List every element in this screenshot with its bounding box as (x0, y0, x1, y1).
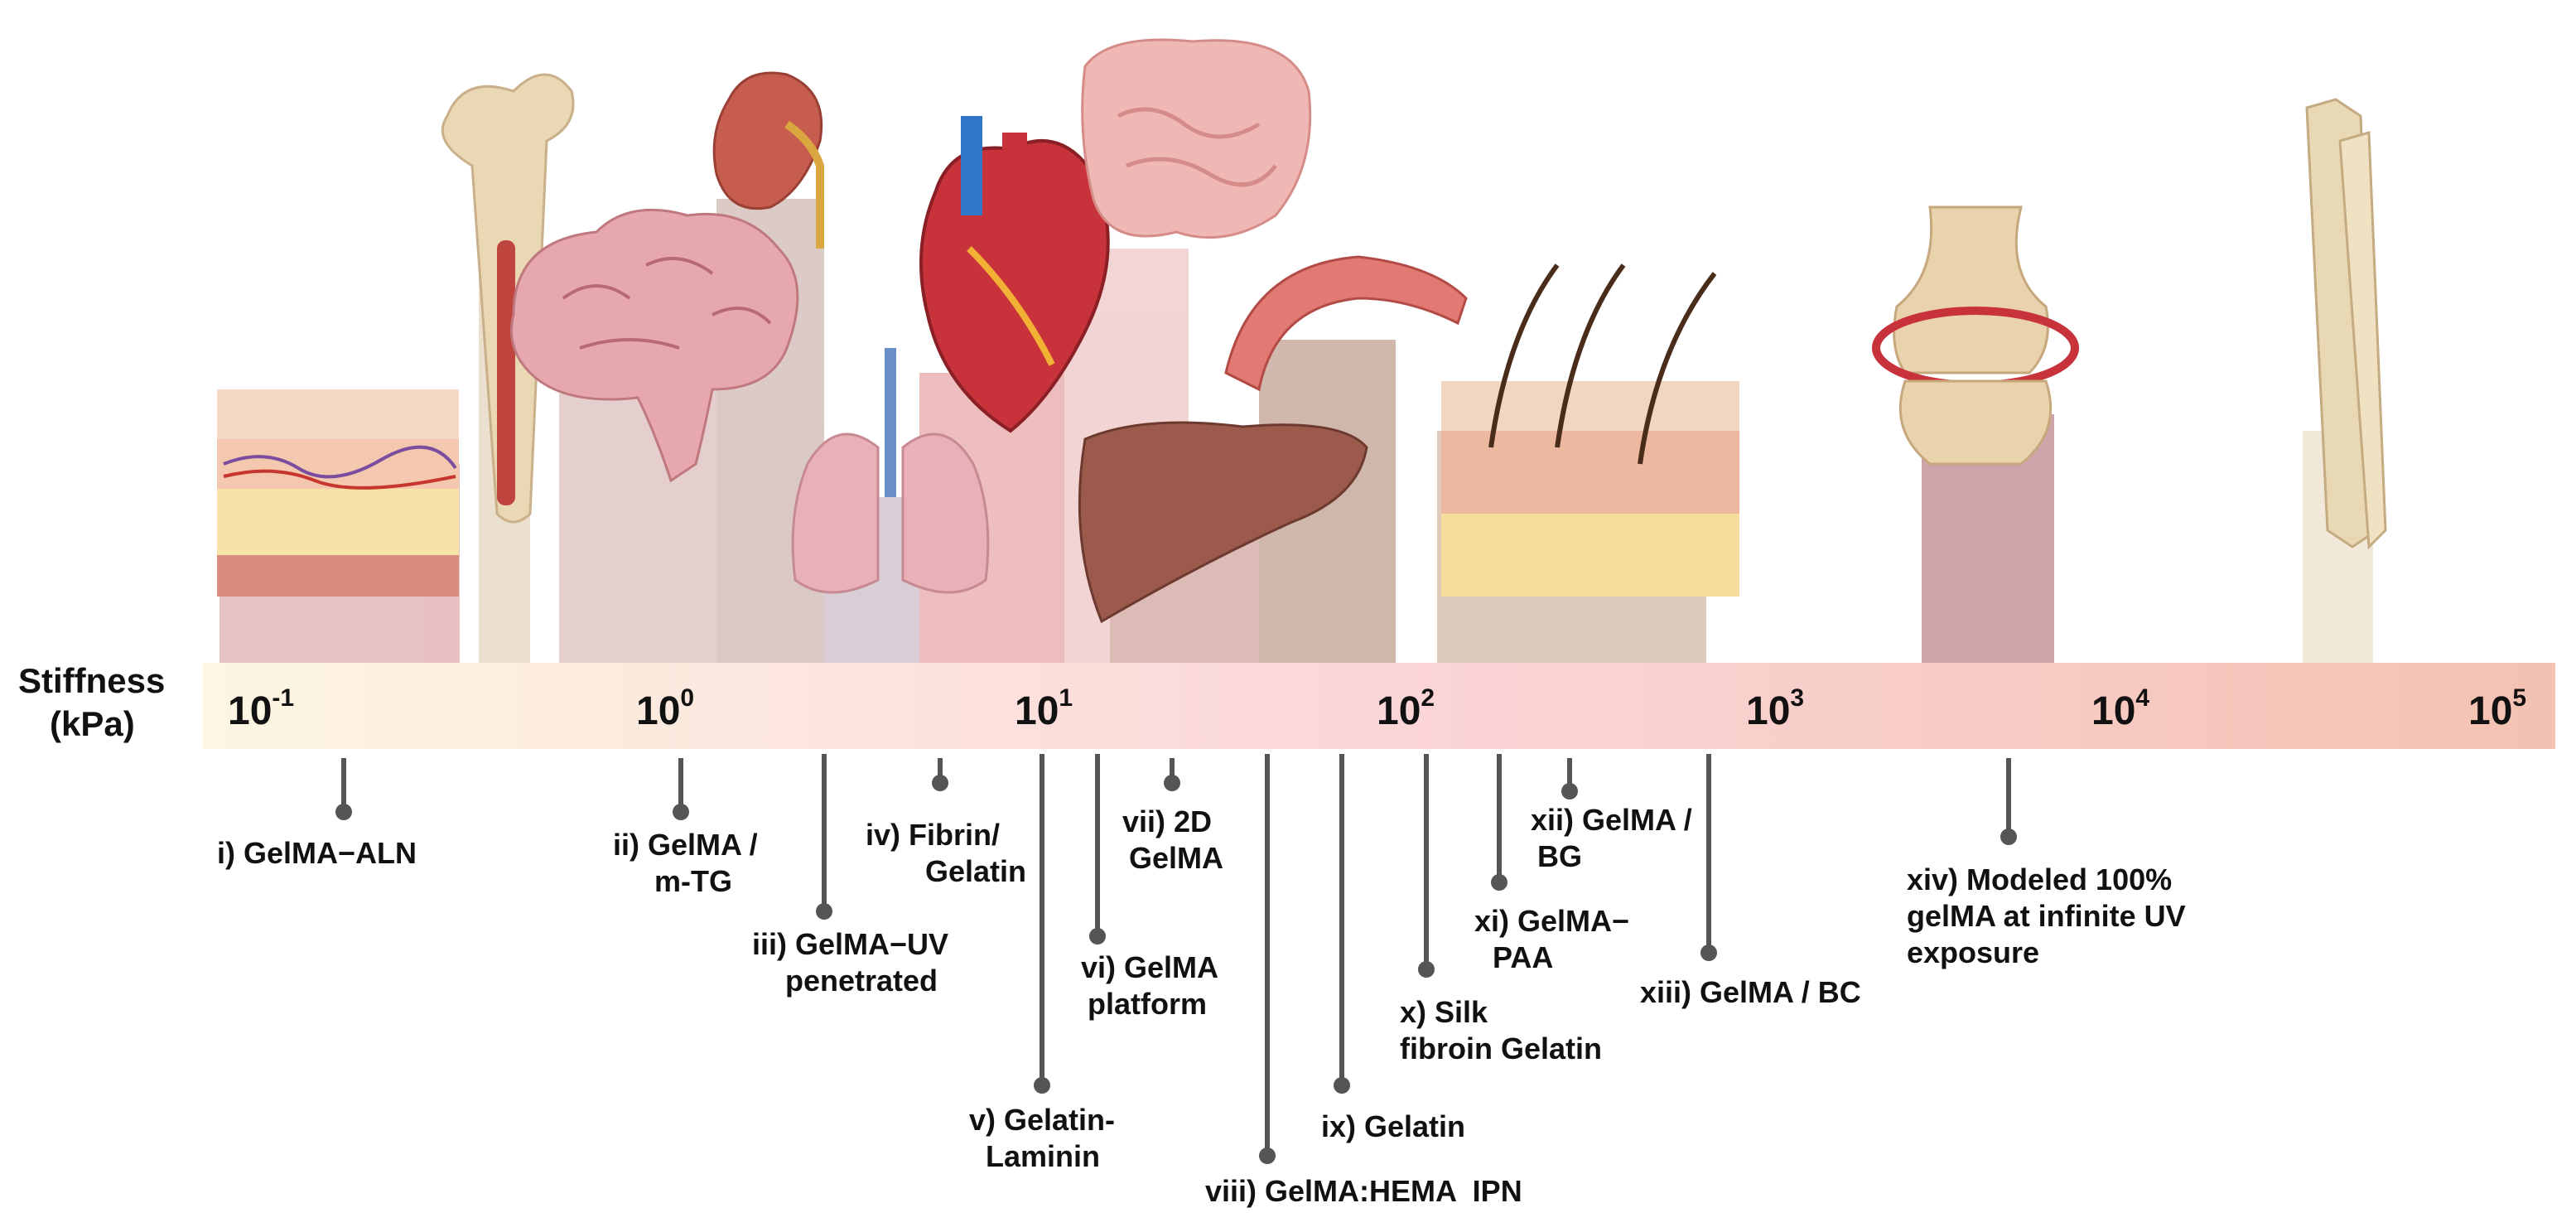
lungs-icon (791, 348, 990, 594)
axis-title-line2: (kPa) (50, 704, 135, 743)
label-iv: iv) Fibrin/Gelatin (866, 818, 1027, 888)
heart-icon (919, 116, 1110, 433)
label-i: i) GelMA−ALN (217, 836, 417, 870)
blood-vessel-icon (1224, 255, 1468, 392)
tick-label: 103 (1746, 684, 1805, 733)
tick-label: 102 (1377, 684, 1435, 733)
label-v: v) Gelatin-Laminin (969, 1103, 1116, 1173)
label-ix: ix) Gelatin (1321, 1109, 1466, 1143)
tick-label: 105 (2468, 684, 2527, 733)
label-xi: xi) GelMA−PAA (1474, 904, 1630, 974)
label-ii: ii) GelMA /m-TG (613, 828, 758, 898)
axis-title: Stiffness (kPa) (18, 659, 165, 746)
liver-icon (1078, 421, 1368, 624)
label-xii: xii) GelMA /BG (1531, 803, 1692, 873)
label-xiii: xiii) GelMA / BC (1640, 975, 1861, 1009)
stiffness-bar (203, 663, 2555, 749)
intestine-icon (1081, 38, 1312, 239)
axis-title-line1: Stiffness (18, 661, 166, 700)
femur-bone-icon (441, 73, 575, 524)
kidney-icon (712, 71, 824, 249)
knee-joint-icon (1872, 205, 2079, 466)
leader-dots (335, 775, 2017, 1164)
forearm-bones-icon (2305, 98, 2387, 550)
brain-icon (510, 208, 799, 483)
leader-lines (341, 754, 2011, 1156)
skin-hair-icon (1441, 263, 1739, 597)
skin-icon (217, 389, 459, 597)
tick-label: 104 (2091, 684, 2150, 733)
label-viii: viii) GelMA:HEMA IPN (1205, 1174, 1522, 1208)
tick-label: 101 (1015, 684, 1073, 733)
tick-label: 10-1 (228, 684, 295, 733)
tick-label: 100 (636, 684, 695, 733)
